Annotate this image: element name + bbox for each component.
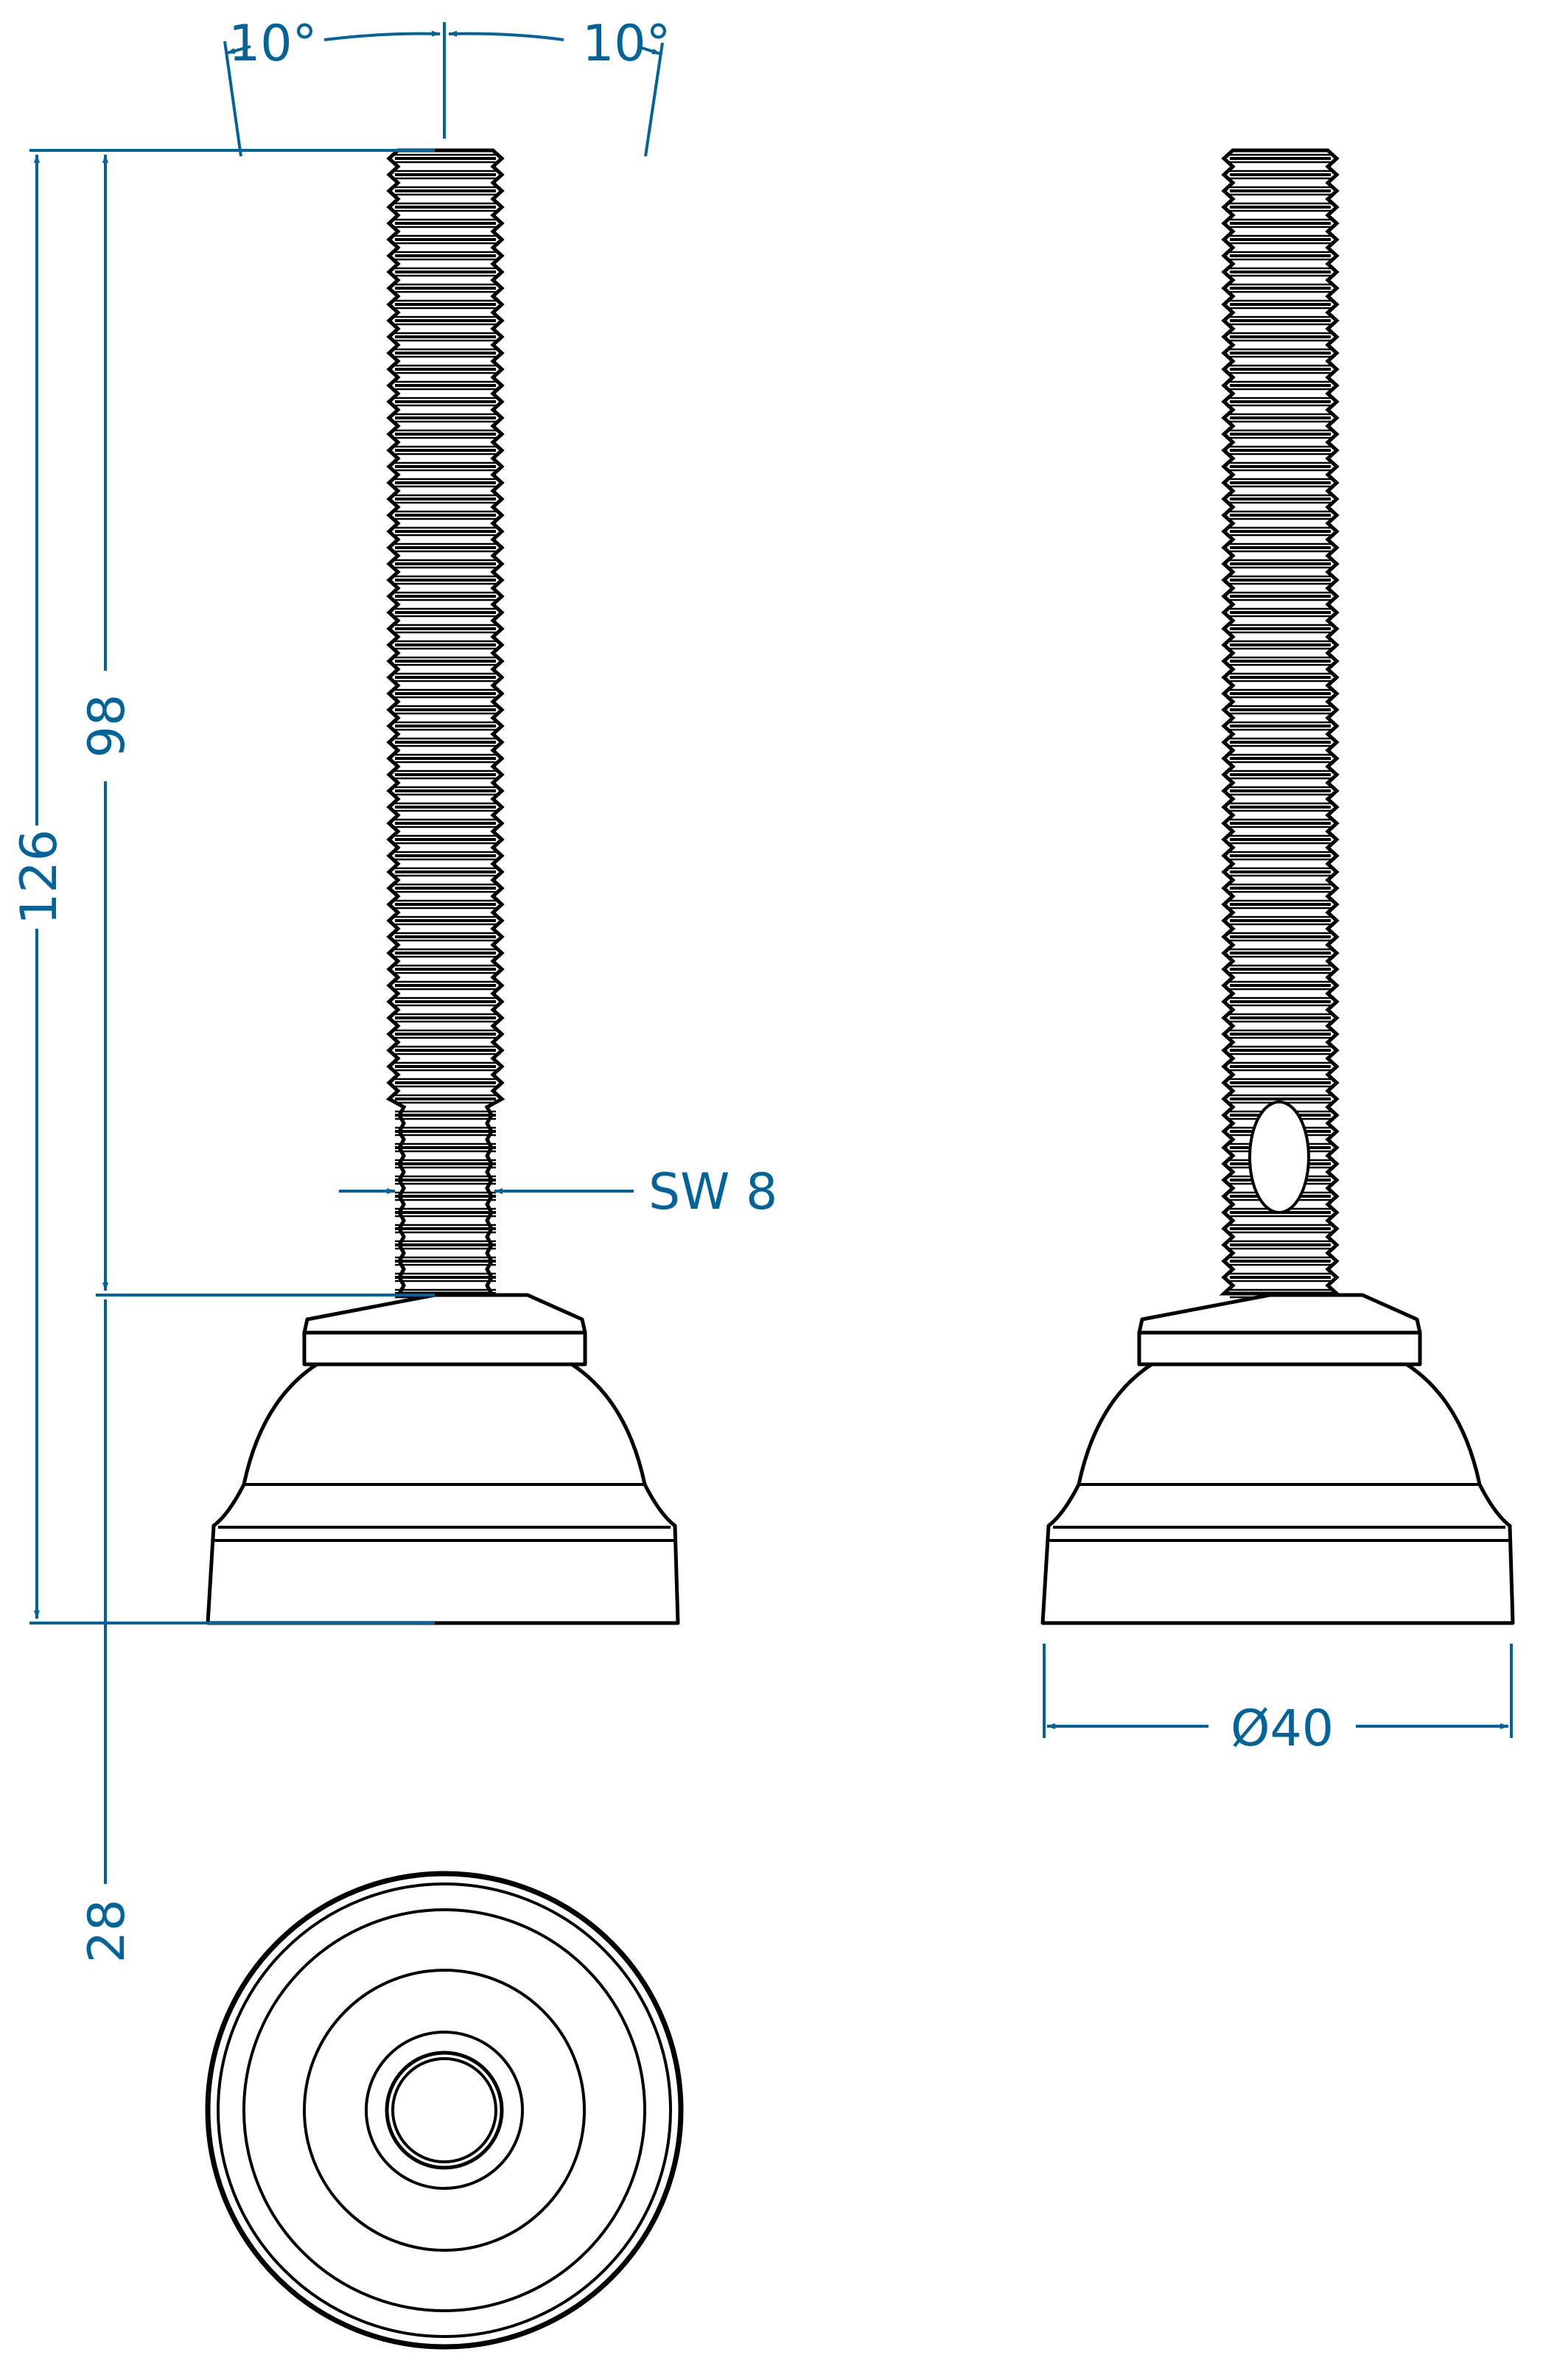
collar (302, 1330, 587, 1367)
wrench-size-label: SW 8 (648, 1163, 777, 1221)
side-view-right (1040, 148, 1515, 1625)
dome (206, 1362, 680, 1625)
side-view-left (206, 148, 680, 1625)
diameter-label: Ø40 (1231, 1700, 1334, 1758)
threaded-stud (385, 148, 505, 1299)
dimension-lines (29, 22, 1513, 1884)
base-cap (302, 1293, 587, 1335)
bottom-view (205, 1871, 684, 2350)
angle-left-label: 10° (228, 15, 318, 73)
height-126-label: 126 (10, 829, 69, 925)
angle-right-label: 10° (582, 15, 671, 73)
thread-cutaway (1248, 1100, 1310, 1214)
height-28-label: 28 (78, 1899, 136, 1964)
height-98-label: 98 (78, 694, 136, 758)
